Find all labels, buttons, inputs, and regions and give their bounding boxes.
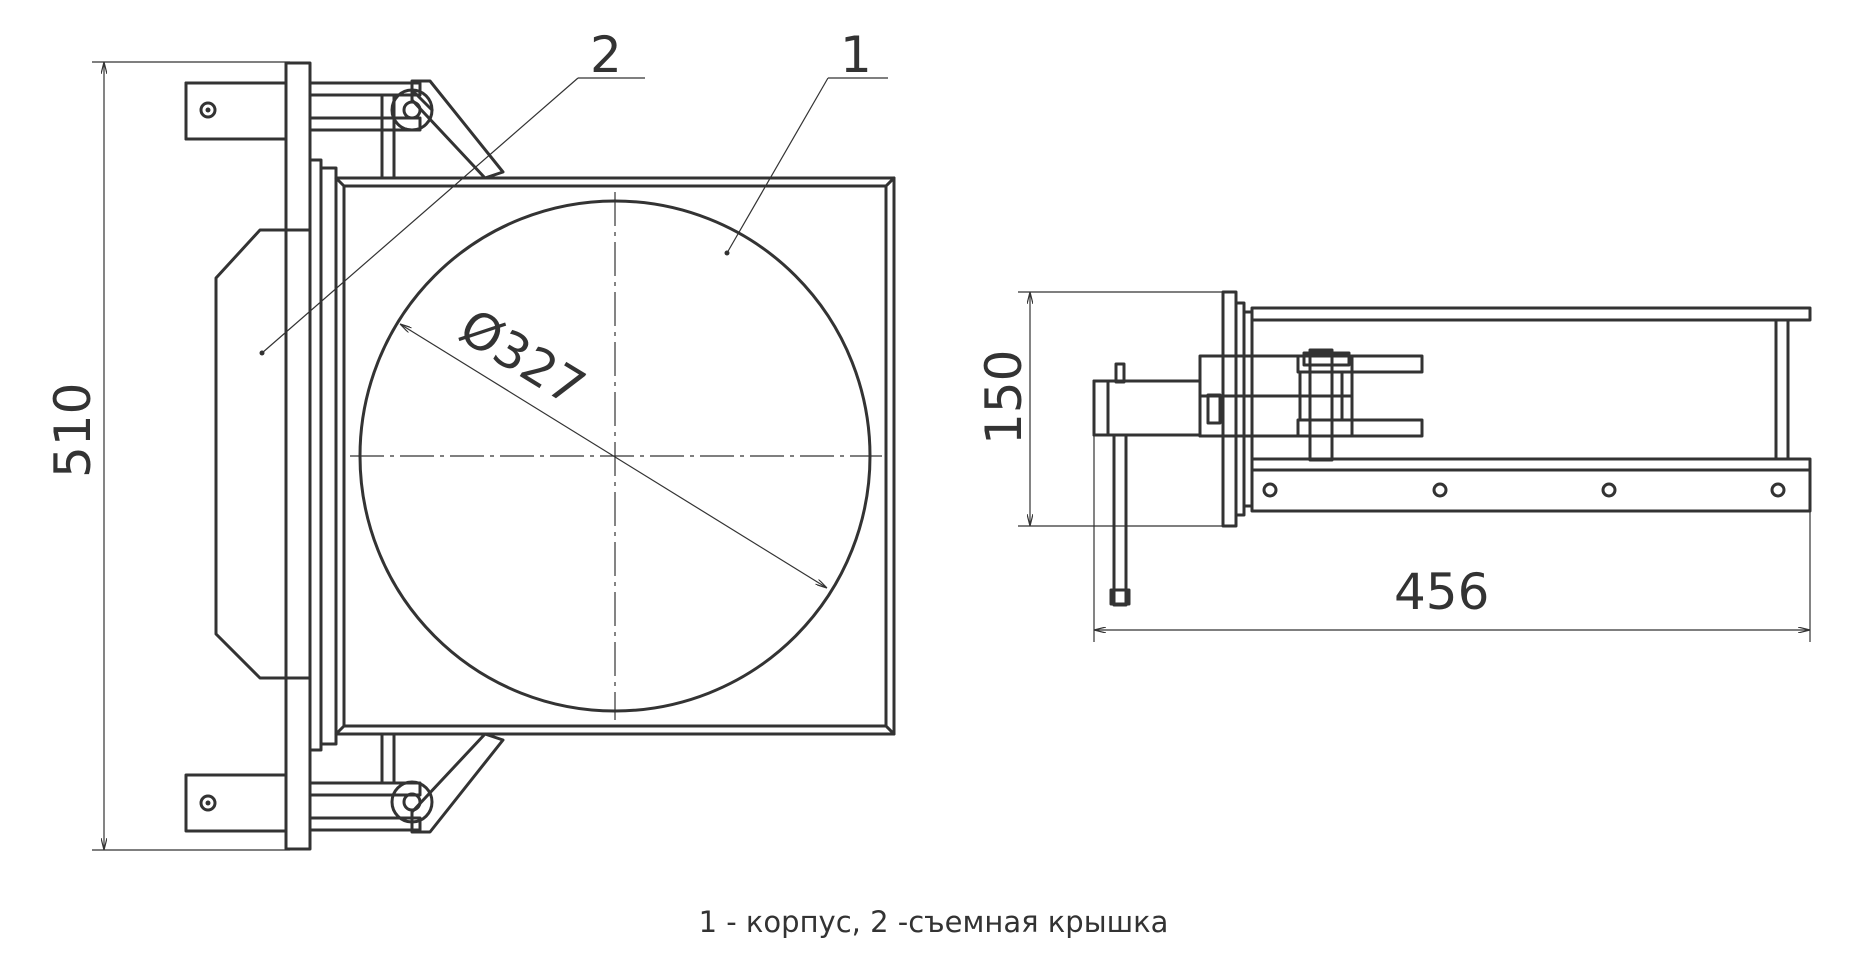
side-bottom-rail (1250, 457, 1812, 513)
hinge-pin-icon (402, 792, 422, 812)
body-leader-line (726, 77, 829, 254)
body-leader-number: 1 (840, 26, 872, 84)
lock-stud (1114, 362, 1126, 384)
hinge-arm-bottom (1296, 418, 1424, 438)
depth-dimension-value: 150 (975, 350, 1033, 445)
height-dimension-value: 510 (44, 383, 102, 478)
drawing-caption: 1 - корпус, 2 -съемная крышка (698, 905, 1169, 939)
flange-strip-inner (308, 158, 323, 752)
bottom-post (380, 732, 396, 785)
top-rail-lower (308, 116, 422, 132)
side-end-post (1774, 318, 1790, 461)
top-post (380, 93, 396, 180)
bolt-icon (199, 101, 217, 119)
hinge-pin-icon (402, 100, 422, 120)
lock-cap (1092, 379, 1110, 437)
removable-cover (214, 228, 312, 680)
bottom-rail-lower (308, 816, 422, 832)
hinge-arm-top (1296, 354, 1424, 374)
bottom-hinge-arm (410, 732, 505, 834)
bolt-icon (199, 794, 217, 812)
length-dimension-value: 456 (1394, 563, 1489, 621)
top-hinge-arm (410, 79, 505, 180)
flange-strip (284, 61, 312, 851)
bolt-icon (1262, 482, 1278, 498)
gasket-strip (319, 166, 338, 746)
front-view: 1 2 510 Ø327 (44, 26, 896, 851)
diameter-dimension-line (400, 324, 827, 588)
lock-handle-rod (1112, 433, 1128, 607)
lock-handle-end (1109, 588, 1131, 606)
bolt-icon (1770, 482, 1786, 498)
bottom-rail-upper (308, 781, 422, 797)
bolt-icon (1432, 482, 1448, 498)
bottom-hinge-knuckle (390, 780, 434, 824)
lock-body (1092, 379, 1202, 437)
lock-collar (1206, 393, 1222, 425)
bolt-icon (1601, 482, 1617, 498)
top-rail-upper (308, 81, 422, 97)
side-flange (1221, 290, 1238, 528)
cover-leader-number: 2 (590, 26, 622, 84)
side-gasket (1242, 310, 1254, 508)
body-frame-inner (342, 184, 888, 728)
hinge-pin (1308, 348, 1334, 462)
hinge-pin-head (1302, 351, 1351, 367)
bottom-bracket-plate (184, 773, 288, 833)
cover-leader-line (261, 77, 579, 354)
side-top-rail (1250, 306, 1812, 322)
side-view: 150 456 (975, 290, 1812, 642)
